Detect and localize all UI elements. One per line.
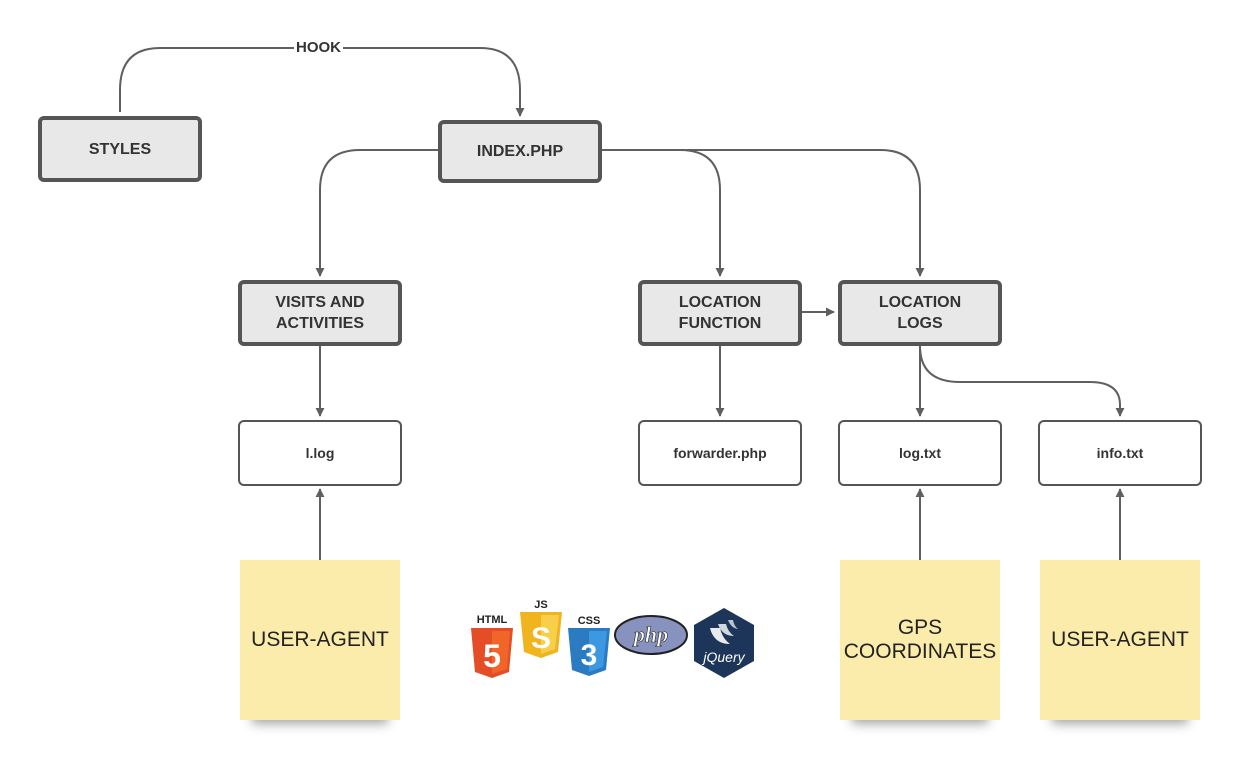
user-agent-note-left: USER-AGENT [240, 560, 400, 720]
jquery-logo-text: jQuery [701, 649, 745, 665]
index-php-node: INDEX.PHP [438, 120, 602, 183]
html5-logo-icon: HTML 5 [471, 614, 513, 678]
js-logo-icon: JS S [520, 599, 562, 658]
jquery-logo-icon: jQuery [694, 608, 754, 678]
user-agent-note-right: USER-AGENT [1040, 560, 1200, 720]
index-to-location-logs-connector [680, 149, 925, 277]
location-logs-node: LOCATION LOGS [838, 280, 1002, 346]
info-txt-node: info.txt [1038, 420, 1202, 486]
js-logo-caption: JS [534, 599, 547, 611]
css3-logo-icon: CSS 3 [568, 615, 610, 676]
js-logo-digit: S [531, 622, 551, 655]
l-log-node: l.log [238, 420, 402, 486]
php-logo-text: php [632, 622, 668, 647]
hook-connector [119, 47, 525, 117]
location-logs-to-infotxt-connector [919, 345, 1125, 417]
location-function-node: LOCATION FUNCTION [638, 280, 802, 346]
visits-and-activities-node: VISITS AND ACTIVITIES [238, 280, 402, 346]
gps-coordinates-note: GPS COORDINATES [840, 560, 1000, 720]
index-to-visits-connector [315, 149, 440, 277]
css3-logo-caption: CSS [578, 615, 601, 627]
styles-node: STYLES [38, 116, 202, 182]
hook-label: HOOK [294, 39, 343, 56]
log-txt-node: log.txt [838, 420, 1002, 486]
forwarder-php-node: forwarder.php [638, 420, 802, 486]
css3-logo-digit: 3 [581, 639, 598, 672]
html5-logo-digit: 5 [483, 638, 501, 674]
index-to-location-function-connector [600, 149, 725, 277]
html5-logo-caption: HTML [477, 614, 508, 626]
php-logo-icon: php [614, 615, 688, 655]
